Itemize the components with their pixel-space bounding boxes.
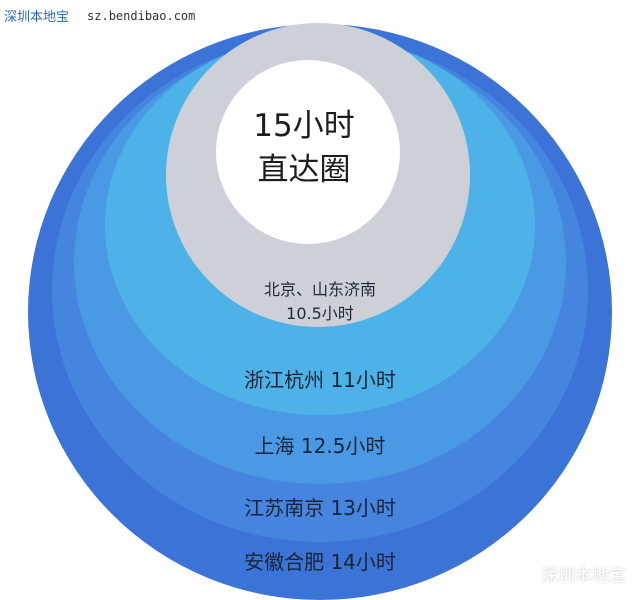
label-hangzhou: 浙江杭州 11小时	[244, 368, 396, 392]
watermark-site-name: 深圳本地宝	[4, 10, 70, 25]
label-nanjing: 江苏南京 13小时	[244, 496, 396, 520]
watermark-url: sz.bendibao.com	[87, 8, 196, 23]
label-hefei: 安徽合肥 14小时	[244, 550, 396, 574]
center-title: 15小时 直达圈	[210, 104, 398, 192]
label-beijing-jinan: 北京、山东济南 10.5小时	[0, 278, 640, 326]
wechat-icon	[509, 563, 535, 585]
label-beijing-jinan-line2: 10.5小时	[286, 304, 354, 323]
center-title-line1: 15小时	[253, 108, 355, 144]
label-shanghai: 上海 12.5小时	[254, 434, 386, 458]
center-circle	[216, 60, 400, 244]
center-title-line2: 直达圈	[257, 152, 351, 188]
label-beijing-jinan-line1: 北京、山东济南	[263, 280, 376, 299]
top-watermark: 深圳本地宝 sz.bendibao.com	[4, 6, 196, 26]
brand-watermark: 深圳本地宝	[509, 561, 626, 586]
brand-name: 深圳本地宝	[541, 566, 626, 586]
